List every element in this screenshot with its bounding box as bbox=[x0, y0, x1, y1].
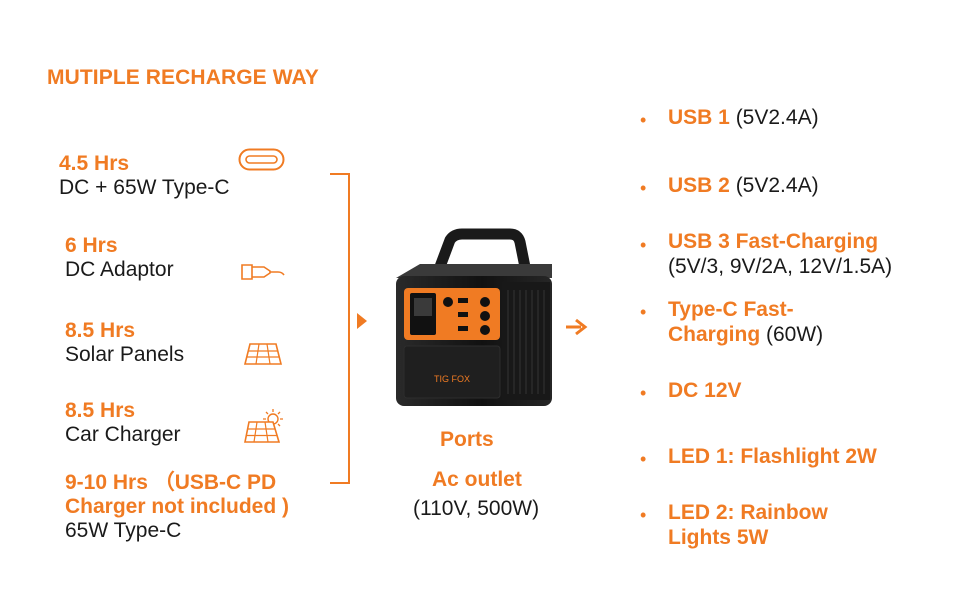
recharge-source: Car Charger bbox=[65, 423, 181, 446]
recharge-hours: 4.5 Hrs bbox=[59, 152, 130, 175]
output-usb-1: USB 1 (5V2.4A) bbox=[668, 105, 819, 130]
brand-label: TIG FOX bbox=[434, 374, 470, 384]
page-title: MUTIPLE RECHARGE WAY bbox=[47, 66, 319, 89]
recharge-source: DC + 65W Type-C bbox=[59, 176, 230, 199]
output-name-line1: LED 2: Rainbow bbox=[668, 501, 828, 524]
bullet: • bbox=[640, 235, 647, 255]
output-name: USB 2 bbox=[668, 174, 730, 197]
output-name: USB 3 Fast-Charging bbox=[668, 230, 879, 253]
output-spec: (5V/3, 9V/2A, 12V/1.5A) bbox=[668, 255, 893, 278]
recharge-item-usb-c-pd: 9-10 Hrs （USB-C PD Charger not included … bbox=[65, 471, 289, 543]
recharge-item-solar-panels: 8.5 Hrs Solar Panels bbox=[65, 319, 184, 367]
output-name: DC 12V bbox=[668, 379, 742, 402]
recharge-hours-line2: Charger not included ) bbox=[65, 495, 290, 518]
output-spec: (5V2.4A) bbox=[729, 174, 819, 197]
bracket-bottom bbox=[330, 482, 350, 484]
usb-c-port-icon bbox=[238, 148, 285, 171]
ports-label: Ports bbox=[440, 428, 494, 451]
recharge-source: Solar Panels bbox=[65, 343, 185, 366]
bullet: • bbox=[640, 505, 647, 525]
ac-outlet-spec: (110V, 500W) bbox=[413, 497, 540, 520]
output-spec: (60W) bbox=[760, 323, 824, 346]
output-type-c: Type-C Fast- Charging (60W) bbox=[668, 297, 823, 347]
recharge-source: 65W Type-C bbox=[65, 519, 182, 542]
solar-panel-icon bbox=[243, 343, 283, 365]
output-name: LED 1: Flashlight 2W bbox=[668, 445, 877, 468]
bullet: • bbox=[640, 449, 647, 469]
recharge-source: DC Adaptor bbox=[65, 258, 174, 281]
output-name-line1: Type-C Fast- bbox=[668, 298, 794, 321]
recharge-hours: 6 Hrs bbox=[65, 234, 118, 257]
output-dc-12v: DC 12V bbox=[668, 378, 742, 403]
output-led-1: LED 1: Flashlight 2W bbox=[668, 444, 877, 469]
output-usb-2: USB 2 (5V2.4A) bbox=[668, 173, 819, 198]
sun-solar-panel-icon bbox=[244, 409, 283, 443]
output-name-line2: Lights 5W bbox=[668, 526, 769, 549]
recharge-hours-line1: 9-10 Hrs （USB-C PD bbox=[65, 471, 277, 494]
output-led-2: LED 2: Rainbow Lights 5W bbox=[668, 500, 828, 550]
arrow-right-icon bbox=[566, 318, 588, 336]
bullet: • bbox=[640, 302, 647, 322]
output-name: USB 1 bbox=[668, 106, 730, 129]
output-usb-3: USB 3 Fast-Charging (5V/3, 9V/2A, 12V/1.… bbox=[668, 229, 892, 279]
ac-outlet-label: Ac outlet bbox=[432, 468, 522, 491]
recharge-item-dc-adaptor: 6 Hrs DC Adaptor bbox=[65, 234, 174, 282]
arrow-right-icon bbox=[357, 313, 367, 329]
bullet: • bbox=[640, 178, 647, 198]
bracket-top bbox=[330, 173, 350, 175]
output-spec: (5V2.4A) bbox=[729, 106, 819, 129]
recharge-hours: 8.5 Hrs bbox=[65, 319, 136, 342]
recharge-item-car-charger: 8.5 Hrs Car Charger bbox=[65, 399, 181, 447]
bracket-line bbox=[348, 173, 350, 483]
bullet: • bbox=[640, 383, 647, 403]
recharge-item-type-c: 4.5 Hrs DC + 65W Type-C bbox=[59, 152, 230, 200]
output-name-line2: Charging bbox=[668, 323, 761, 346]
power-station-image: TIG FOX bbox=[396, 228, 552, 406]
dc-plug-icon bbox=[241, 264, 285, 280]
recharge-hours: 8.5 Hrs bbox=[65, 399, 136, 422]
bullet: • bbox=[640, 110, 647, 130]
